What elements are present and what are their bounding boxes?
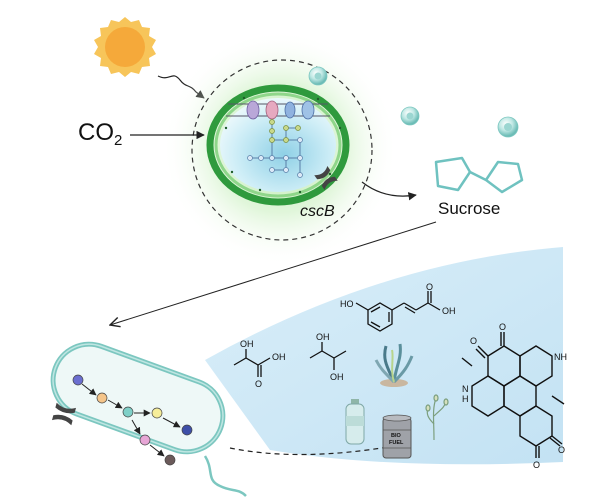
metabolite-nodes	[247, 119, 303, 178]
flagellum	[203, 455, 247, 497]
caffeic-acid-structure	[355, 291, 441, 332]
ecoli-transporter-icon	[52, 402, 76, 426]
cell-boundary-dashed	[191, 59, 373, 241]
ecoli-cell	[50, 341, 226, 455]
atom-o-6: O	[558, 445, 565, 455]
sun-icon	[94, 17, 156, 77]
cyanobacterium-cell	[206, 84, 350, 206]
atom-o-2: O	[255, 379, 262, 389]
ecoli-pathway	[81, 383, 181, 457]
sucrose-bubbles	[308, 66, 519, 138]
atom-o-3: O	[499, 322, 506, 332]
cscb-label: cscB	[300, 203, 335, 220]
transporter-icon	[314, 166, 338, 190]
export-arrow	[361, 181, 417, 201]
plant-icon	[374, 343, 414, 387]
atom-o-1: O	[426, 282, 433, 292]
transfer-arrow	[110, 221, 437, 325]
lactic-acid-structure	[233, 349, 271, 377]
atom-oh-3: OH	[272, 352, 286, 362]
pigment-structure	[461, 332, 565, 458]
atom-oh-5: OH	[330, 372, 344, 382]
barrel-text-2: FUEL	[389, 440, 404, 446]
atom-oh-1: OH	[442, 306, 456, 316]
atom-oh-2: OH	[240, 339, 254, 349]
ecoli-metabolites	[72, 374, 193, 466]
barrel-text-1: BIO	[391, 433, 402, 439]
atom-o-5: O	[533, 460, 540, 470]
sucrose-molecule-icon	[434, 156, 524, 194]
sprout-icon	[425, 394, 449, 441]
barrel-icon	[382, 414, 412, 459]
atom-n: N	[462, 384, 469, 394]
co2-label: CO2	[78, 119, 122, 149]
atom-nh: NH	[554, 352, 567, 362]
product-arrow	[229, 443, 395, 456]
bottle-icon	[345, 399, 365, 445]
sucrose-label: Sucrose	[438, 199, 500, 218]
atom-h: H	[462, 394, 469, 404]
atom-o-4: O	[470, 336, 477, 346]
atom-ho: HO	[340, 299, 354, 309]
butanediol-structure	[309, 342, 347, 370]
atom-oh-4: OH	[316, 332, 330, 342]
